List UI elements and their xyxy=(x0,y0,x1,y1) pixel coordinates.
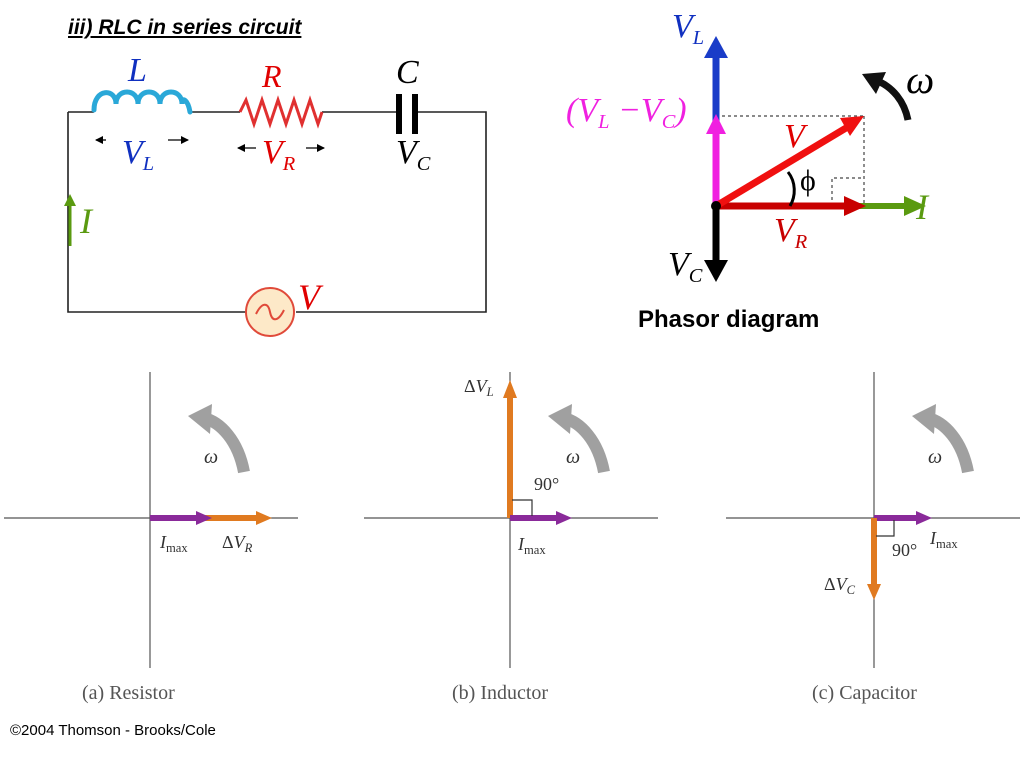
vc-phasor-label: VC xyxy=(668,246,703,288)
inductor-dv-label: ΔVL xyxy=(464,376,494,399)
omega-phasor-label: ω xyxy=(906,57,935,102)
vr-circuit-label: VR xyxy=(262,134,296,176)
omega-rotation-arrow xyxy=(862,72,912,121)
resistor-zigzag xyxy=(238,95,324,129)
capacitor-right-angle xyxy=(876,520,895,537)
vl-minus-vc-phasor-arrow xyxy=(706,114,726,206)
resistor-label: R xyxy=(262,58,282,94)
inductor-label: L xyxy=(128,52,147,89)
resistor-imax-arrow xyxy=(150,511,212,525)
vl-phasor-label: VL xyxy=(672,8,705,50)
resistor-omega-arrow xyxy=(188,404,250,474)
vc-circuit-label: VC xyxy=(396,134,431,176)
v-phasor-label: V xyxy=(784,118,805,155)
capacitor-omega-arrow xyxy=(912,404,974,474)
copyright-notice: ©2004 Thomson - Brooks/Cole xyxy=(10,722,216,739)
inductor-panel-caption: (b) Inductor xyxy=(452,682,549,704)
resistor-dv-label: ΔVR xyxy=(222,532,253,555)
capacitor-imax-arrow xyxy=(874,511,932,525)
inductor-imax-arrow xyxy=(510,511,572,525)
vr-phasor-label: VR xyxy=(774,212,808,254)
inductor-omega-arrow xyxy=(548,404,610,474)
inductor-coil xyxy=(91,89,193,115)
capacitor-panel-caption: (c) Capacitor xyxy=(812,682,917,704)
capacitor-plates xyxy=(396,94,418,134)
resistor-omega-label: ω xyxy=(204,446,219,468)
capacitor-panel xyxy=(726,372,1020,668)
v-phasor-arrow xyxy=(714,116,864,210)
phasor-diagram xyxy=(704,36,926,282)
phasor-origin xyxy=(711,201,721,211)
capacitor-angle-label: 90° xyxy=(892,540,918,560)
source-voltage-label: V xyxy=(298,277,320,317)
inductor-angle-label: 90° xyxy=(534,474,560,494)
inductor-omega-label: ω xyxy=(566,446,581,468)
capacitor-dv-label: ΔVC xyxy=(824,574,855,597)
vr-phasor-arrow xyxy=(716,196,866,216)
resistor-panel xyxy=(4,372,298,668)
capacitor-omega-label: ω xyxy=(928,446,943,468)
rlc-circuit-diagram xyxy=(64,89,487,337)
inductor-right-angle xyxy=(512,499,533,516)
ac-source xyxy=(245,287,295,337)
circuit-title: iii) RLC in series circuit xyxy=(68,16,302,39)
inductor-panel xyxy=(364,372,658,668)
capacitor-label: C xyxy=(396,54,419,91)
current-phasor-label: I xyxy=(916,187,928,227)
current-arrow xyxy=(64,194,76,246)
capacitor-imax-label: Imax xyxy=(930,528,958,551)
inductor-dv-arrow xyxy=(503,380,517,518)
phi-angle-arc xyxy=(786,171,796,207)
resistor-imax-label: Imax xyxy=(160,532,188,555)
resistor-panel-caption: (a) Resistor xyxy=(82,682,175,704)
vc-phasor-arrow xyxy=(704,206,728,282)
vl-minus-vc-label: (VL −VC) xyxy=(566,92,687,134)
current-label: I xyxy=(80,201,92,241)
element-phasor-panels xyxy=(4,372,1020,668)
phasor-caption: Phasor diagram xyxy=(638,306,820,333)
phi-label: ϕ xyxy=(800,164,816,197)
capacitor-dv-arrow xyxy=(867,518,881,600)
circuit-wires xyxy=(67,111,487,313)
inductor-imax-label: Imax xyxy=(518,534,546,557)
phasor-dashed-guides xyxy=(716,115,865,206)
vl-circuit-label: VL xyxy=(122,134,155,176)
